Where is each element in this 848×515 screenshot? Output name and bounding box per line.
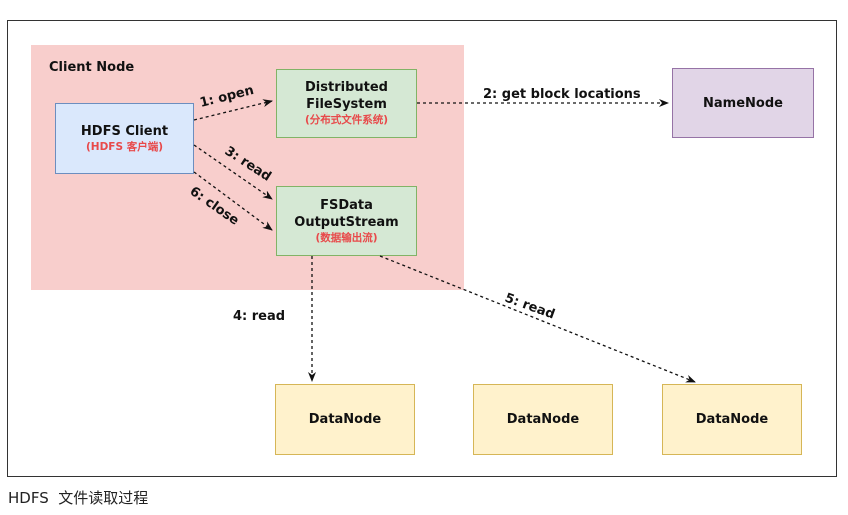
edge-read-4-label: 4: read [233, 309, 285, 324]
edge-read-5-label: 5: read [503, 291, 557, 323]
datanode-2: DataNode [473, 384, 613, 455]
edge-close [193, 171, 273, 231]
distributed-filesystem-title-line2: FileSystem [306, 97, 387, 112]
distributed-filesystem-title-line1: Distributed [305, 80, 388, 95]
client-node-title: Client Node [49, 60, 135, 75]
datanode-3-title: DataNode [695, 412, 769, 427]
fsdata-title-line2: OutputStream [294, 214, 399, 230]
hdfs-client-subtitle: (HDFS 客户端) [86, 140, 163, 153]
namenode-node: NameNode [672, 68, 814, 138]
datanode-2-title: DataNode [506, 412, 580, 427]
edge-read-3-label: 3: read [222, 144, 274, 185]
edge-get-block-locations-label: 2: get block locations [483, 87, 641, 102]
distributed-filesystem-node: Distributed FileSystem (分布式文件系统) [276, 69, 417, 138]
datanode-1: DataNode [275, 384, 415, 455]
hdfs-client-node: HDFS Client (HDFS 客户端) [55, 103, 194, 174]
fsdata-outputstream-node: FSData OutputStream (数据输出流) [276, 186, 417, 256]
fsdata-title-line1: FSData [320, 197, 373, 213]
edge-read-5 [379, 255, 696, 383]
namenode-title: NameNode [703, 95, 783, 111]
datanode-1-title: DataNode [308, 412, 382, 427]
edge-open [193, 99, 273, 121]
fsdata-subtitle: (数据输出流) [315, 231, 378, 244]
distributed-filesystem-subtitle: (分布式文件系统) [304, 114, 389, 126]
figure-caption: HDFS 文件读取过程 [8, 489, 149, 507]
datanode-3: DataNode [662, 384, 802, 455]
edge-read-3 [193, 144, 273, 200]
edge-close-label: 6: close [187, 184, 242, 229]
hdfs-client-title: HDFS Client [80, 123, 169, 139]
